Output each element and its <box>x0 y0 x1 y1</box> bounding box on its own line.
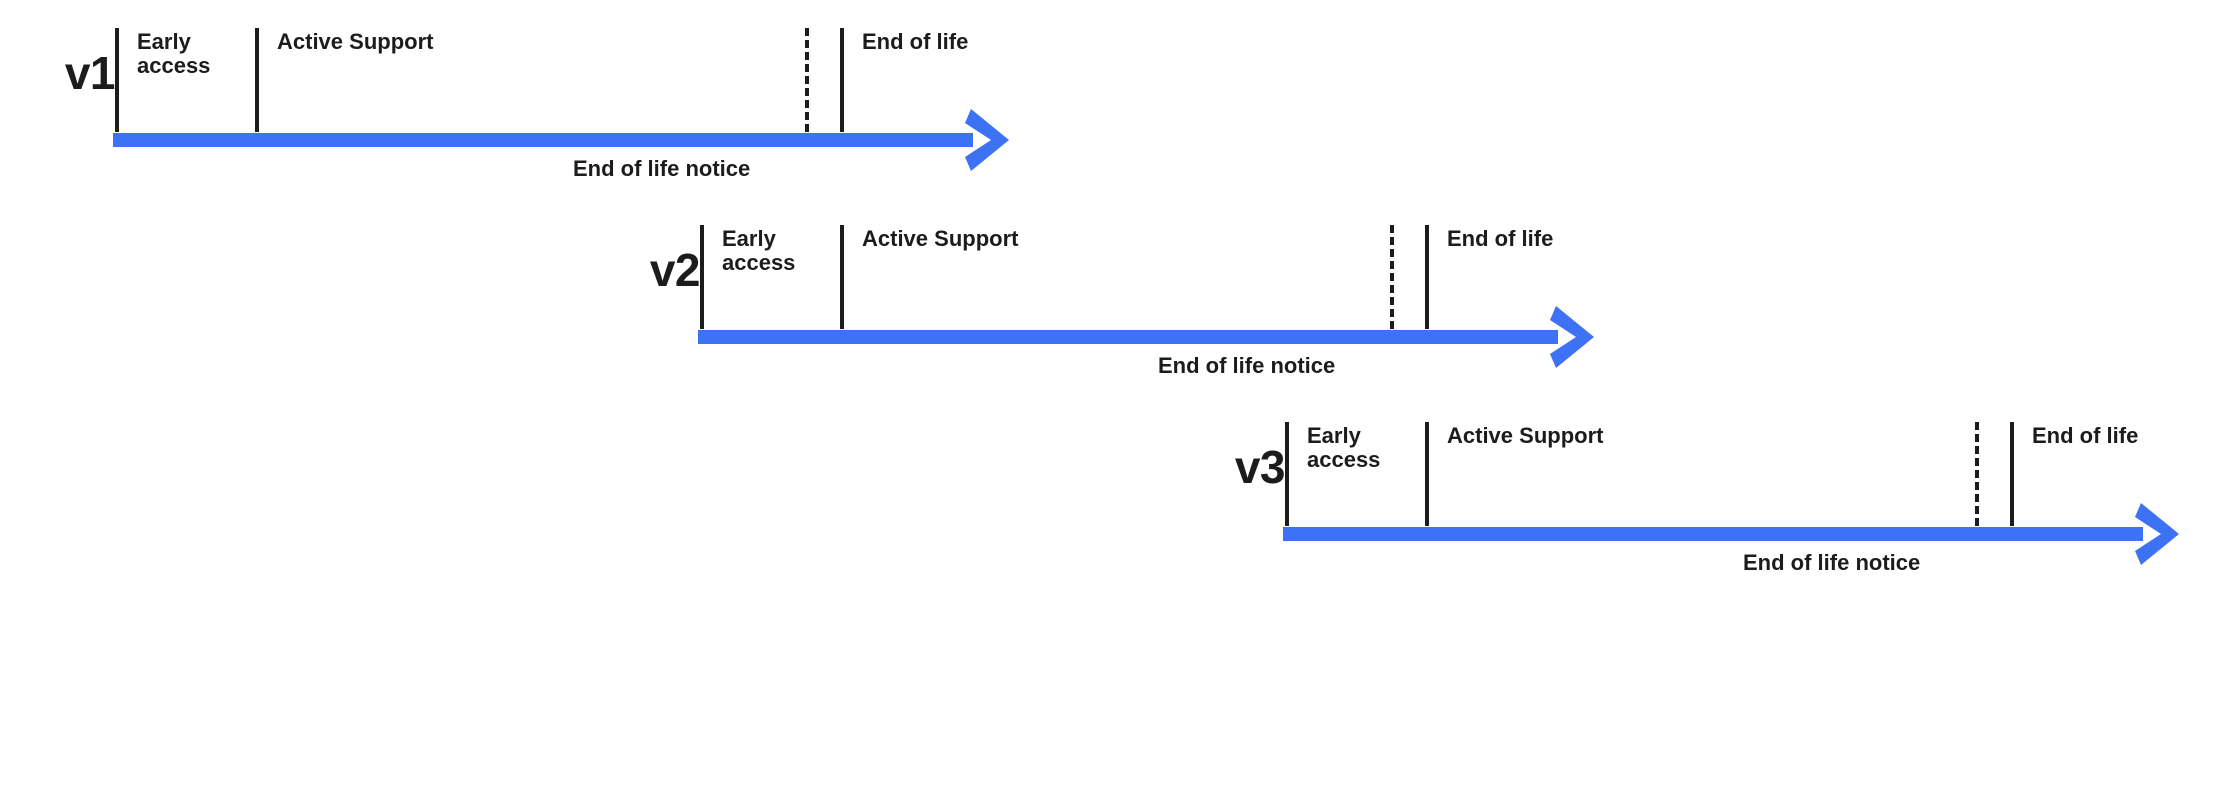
end-of-life-notice-label: End of life notice <box>573 156 751 181</box>
phase-divider-end-of-life-start <box>1425 225 1429 329</box>
timeline-bar <box>698 330 1558 344</box>
end-of-life-notice-label: End of life notice <box>1743 550 1921 575</box>
timeline-bar <box>1283 527 2143 541</box>
phase-divider-active-support-start <box>1425 422 1429 526</box>
timeline-row-v3: v3 Early access Active Support End of li… <box>1195 404 2228 594</box>
phase-label-end-of-life: End of life <box>2032 423 2139 448</box>
end-of-life-notice-marker <box>1975 422 1979 526</box>
phase-label-end-of-life: End of life <box>862 29 969 54</box>
phase-divider-active-support-start <box>255 28 259 132</box>
timeline-row-v2: v2 Early access Active Support End of li… <box>610 207 1650 397</box>
phase-label-active-support: Active Support <box>862 226 1019 251</box>
right-arrow-icon <box>1550 304 1598 370</box>
version-label-v3: v3 <box>1234 441 1286 493</box>
end-of-life-notice-marker <box>1390 225 1394 329</box>
phase-label-early-access: Early access <box>1307 423 1381 472</box>
phase-divider-early-access-start <box>115 28 119 132</box>
phase-divider-early-access-start <box>1285 422 1289 526</box>
phase-divider-end-of-life-start <box>840 28 844 132</box>
phase-divider-active-support-start <box>840 225 844 329</box>
end-of-life-notice-marker <box>805 28 809 132</box>
end-of-life-notice-label: End of life notice <box>1158 353 1336 378</box>
right-arrow-icon <box>2135 501 2183 567</box>
version-label-v1: v1 <box>64 47 116 99</box>
right-arrow-icon <box>965 107 1013 173</box>
phase-label-end-of-life: End of life <box>1447 226 1554 251</box>
phase-label-active-support: Active Support <box>1447 423 1604 448</box>
timeline-row-v1: v1 Early access Active Support End of li… <box>25 10 1065 200</box>
phase-label-early-access: Early access <box>137 29 211 78</box>
phase-divider-end-of-life-start <box>2010 422 2014 526</box>
phase-label-early-access: Early access <box>722 226 796 275</box>
phase-divider-early-access-start <box>700 225 704 329</box>
version-label-v2: v2 <box>649 244 701 296</box>
phase-label-active-support: Active Support <box>277 29 434 54</box>
timeline-bar <box>113 133 973 147</box>
